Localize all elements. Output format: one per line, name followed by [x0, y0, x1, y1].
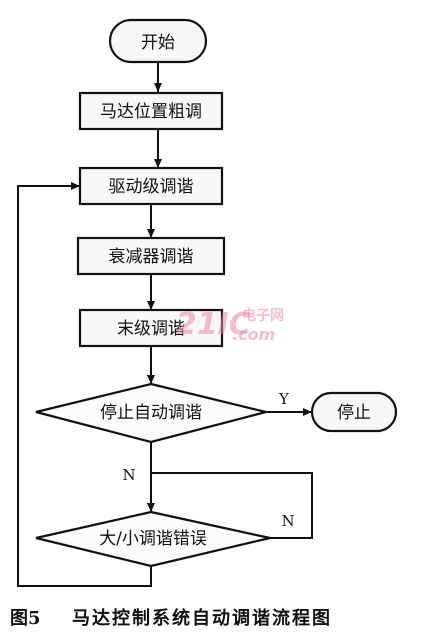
- figure-number: 图5: [10, 608, 41, 629]
- start-label: 开始: [141, 33, 175, 53]
- no-branch-label: N: [122, 466, 135, 484]
- coarse-tuning-box: 马达位置粗调: [78, 91, 224, 131]
- watermark-logo-text: 21IC: [176, 307, 251, 342]
- figure-title: 马达控制系统自动调谐流程图: [72, 607, 332, 629]
- stop-decision-diamond: 停止自动调谐: [35, 382, 267, 444]
- attenuator-tuning-box: 衰减器调谐: [76, 236, 226, 276]
- error-decision-label: 大/小调谐错误: [99, 529, 207, 549]
- stop-node: 停止: [310, 391, 398, 433]
- watermark-logo: 21IC 电子网 .com: [176, 307, 284, 344]
- watermark-site-text: 电子网: [242, 307, 284, 324]
- no-loop-line: [151, 472, 313, 539]
- yes-branch-label: Y: [278, 390, 290, 408]
- final-tuning-box: 末级调谐: [78, 308, 224, 348]
- stop-label: 停止: [337, 403, 371, 423]
- watermark-domain-text: .com: [232, 325, 275, 344]
- attenuator-tuning-label: 衰减器调谐: [109, 247, 194, 267]
- no-loop-label: N: [281, 512, 294, 530]
- final-tuning-label: 末级调谐: [117, 319, 185, 339]
- feedback-loop-to-driver: [17, 182, 152, 587]
- error-decision-diamond: 大/小调谐错误: [35, 510, 271, 568]
- start-node: 开始: [108, 18, 208, 64]
- driver-tuning-box: 驱动级调谐: [78, 166, 224, 206]
- stop-decision-label: 停止自动调谐: [100, 403, 202, 423]
- figure-caption: 图5 马达控制系统自动调谐流程图: [10, 607, 332, 629]
- driver-tuning-label: 驱动级调谐: [109, 177, 194, 197]
- coarse-tuning-label: 马达位置粗调: [100, 102, 202, 122]
